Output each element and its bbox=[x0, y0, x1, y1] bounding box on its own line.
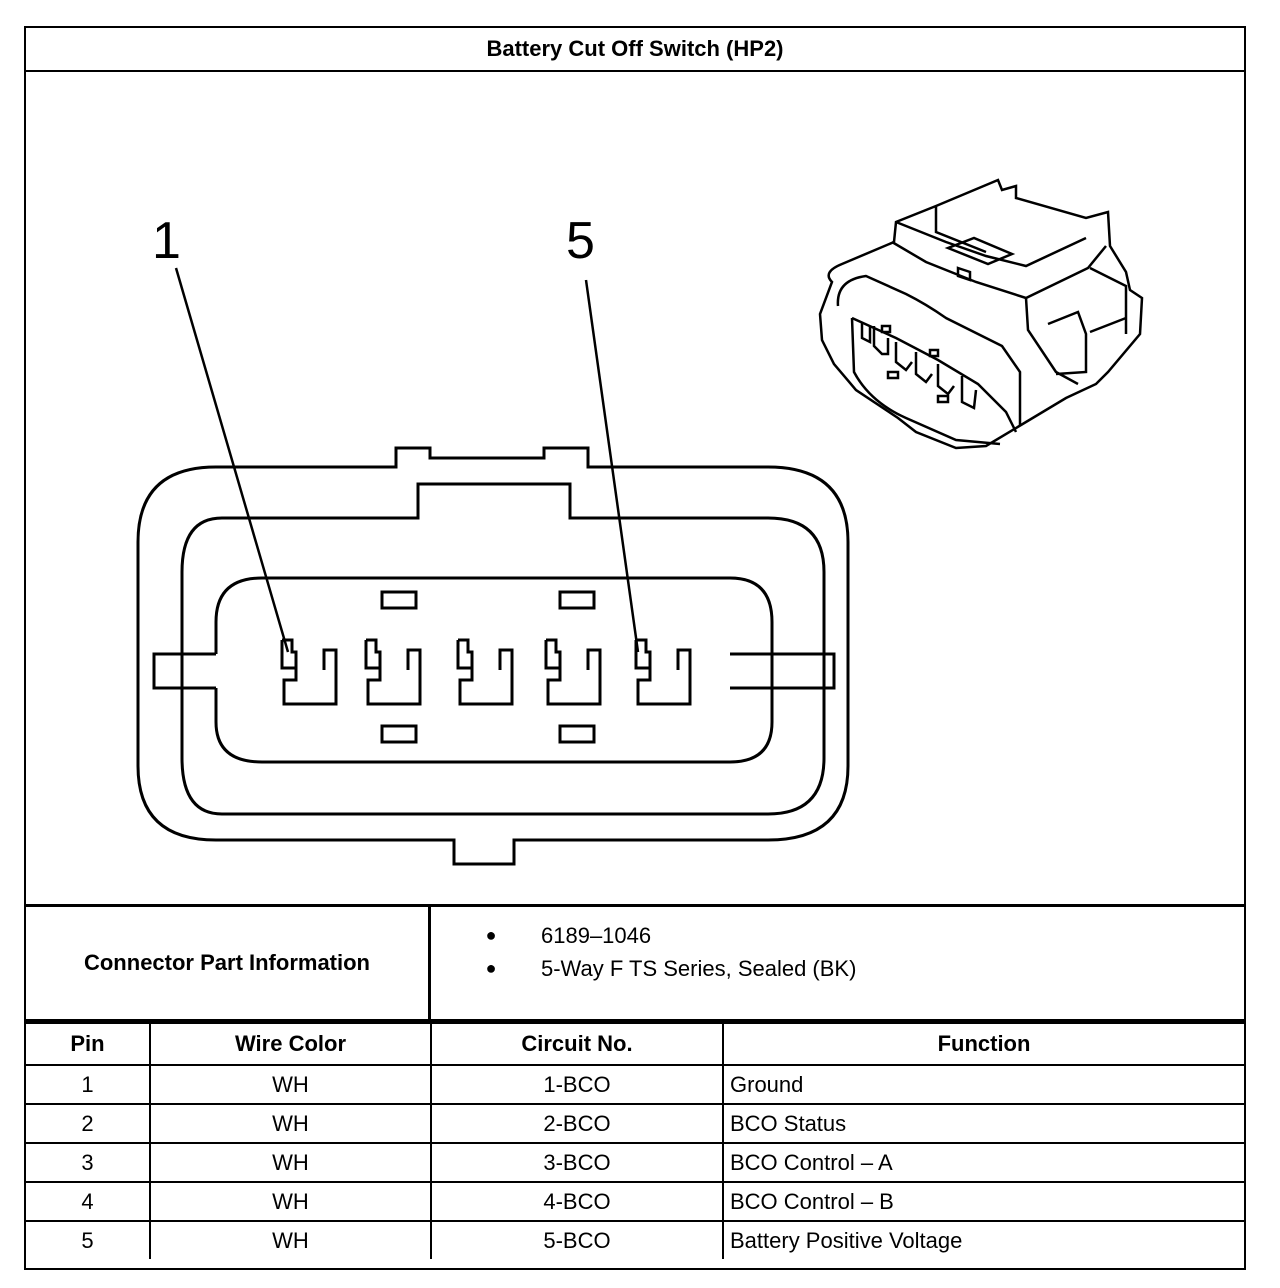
connector-3d-view bbox=[818, 178, 1144, 450]
connector-info-list: ● 6189–1046 ● 5-Way F TS Series, Sealed … bbox=[431, 907, 1244, 1031]
terminal-5 bbox=[634, 638, 692, 706]
header-circuit: Circuit No. bbox=[430, 1022, 724, 1066]
cell-circuit: 2-BCO bbox=[430, 1103, 724, 1144]
key-slot-top-left bbox=[380, 590, 418, 610]
terminal-1 bbox=[280, 638, 338, 706]
cell-wire-color: WH bbox=[149, 1142, 432, 1183]
table-header-row: Pin Wire Color Circuit No. Function bbox=[26, 1022, 1244, 1066]
cell-pin: 1 bbox=[26, 1064, 151, 1105]
cell-function: Battery Positive Voltage bbox=[722, 1220, 1244, 1259]
table-row: 1 WH 1-BCO Ground bbox=[26, 1064, 1244, 1105]
list-item: ● 6189–1046 bbox=[431, 919, 1244, 952]
table-row: 3 WH 3-BCO BCO Control – A bbox=[26, 1142, 1244, 1183]
cell-function: BCO Status bbox=[722, 1103, 1244, 1144]
header-pin: Pin bbox=[26, 1022, 151, 1066]
pin-label-5: 5 bbox=[566, 212, 595, 270]
cell-wire-color: WH bbox=[149, 1064, 432, 1105]
connector-info-label: Connector Part Information bbox=[26, 907, 431, 1019]
table-row: 2 WH 2-BCO BCO Status bbox=[26, 1103, 1244, 1144]
cell-pin: 2 bbox=[26, 1103, 151, 1144]
cell-wire-color: WH bbox=[149, 1181, 432, 1222]
cell-function: BCO Control – B bbox=[722, 1181, 1244, 1222]
key-slot-bottom-right bbox=[558, 724, 596, 744]
table-row: 5 WH 5-BCO Battery Positive Voltage bbox=[26, 1220, 1244, 1259]
latch-right bbox=[730, 652, 836, 690]
connector-description: 5-Way F TS Series, Sealed (BK) bbox=[541, 955, 857, 981]
cell-function: Ground bbox=[722, 1064, 1244, 1105]
latch-left bbox=[152, 652, 216, 690]
cell-circuit: 3-BCO bbox=[430, 1142, 724, 1183]
list-item: ● 5-Way F TS Series, Sealed (BK) bbox=[431, 952, 1244, 985]
housing-inner bbox=[180, 482, 826, 816]
key-slot-bottom-left bbox=[380, 724, 418, 744]
header-function: Function bbox=[722, 1022, 1244, 1066]
terminal-3 bbox=[456, 638, 514, 706]
page-title: Battery Cut Off Switch (HP2) bbox=[26, 28, 1244, 72]
cell-function: BCO Control – A bbox=[722, 1142, 1244, 1183]
cell-pin: 3 bbox=[26, 1142, 151, 1183]
connector-face-drawing: 1 5 bbox=[136, 178, 1144, 866]
part-number: 6189–1046 bbox=[541, 922, 652, 948]
key-slot-top-right bbox=[558, 590, 596, 610]
leader-line-1 bbox=[174, 267, 290, 653]
cell-circuit: 4-BCO bbox=[430, 1181, 724, 1222]
bullet-icon: ● bbox=[485, 958, 497, 978]
pinout-table: Pin Wire Color Circuit No. Function 1 WH… bbox=[26, 1022, 1244, 1259]
cavity-outline bbox=[214, 576, 774, 764]
cell-circuit: 1-BCO bbox=[430, 1064, 724, 1105]
bullet-icon: ● bbox=[485, 925, 497, 945]
terminal-4 bbox=[544, 638, 602, 706]
connector-diagram: 1 5 bbox=[26, 72, 1244, 904]
connector-part-information: Connector Part Information ● 6189–1046 ●… bbox=[26, 904, 1244, 1022]
table-row: 4 WH 4-BCO BCO Control – B bbox=[26, 1181, 1244, 1222]
header-wire-color: Wire Color bbox=[149, 1022, 432, 1066]
cell-pin: 4 bbox=[26, 1181, 151, 1222]
connector-sheet: Battery Cut Off Switch (HP2) 1 5 bbox=[24, 26, 1246, 1270]
cell-wire-color: WH bbox=[149, 1103, 432, 1144]
terminal-2 bbox=[364, 638, 422, 706]
cell-wire-color: WH bbox=[149, 1220, 432, 1259]
pin-label-1: 1 bbox=[152, 212, 181, 270]
cell-circuit: 5-BCO bbox=[430, 1220, 724, 1259]
cell-pin: 5 bbox=[26, 1220, 151, 1259]
housing-outer bbox=[136, 446, 850, 866]
